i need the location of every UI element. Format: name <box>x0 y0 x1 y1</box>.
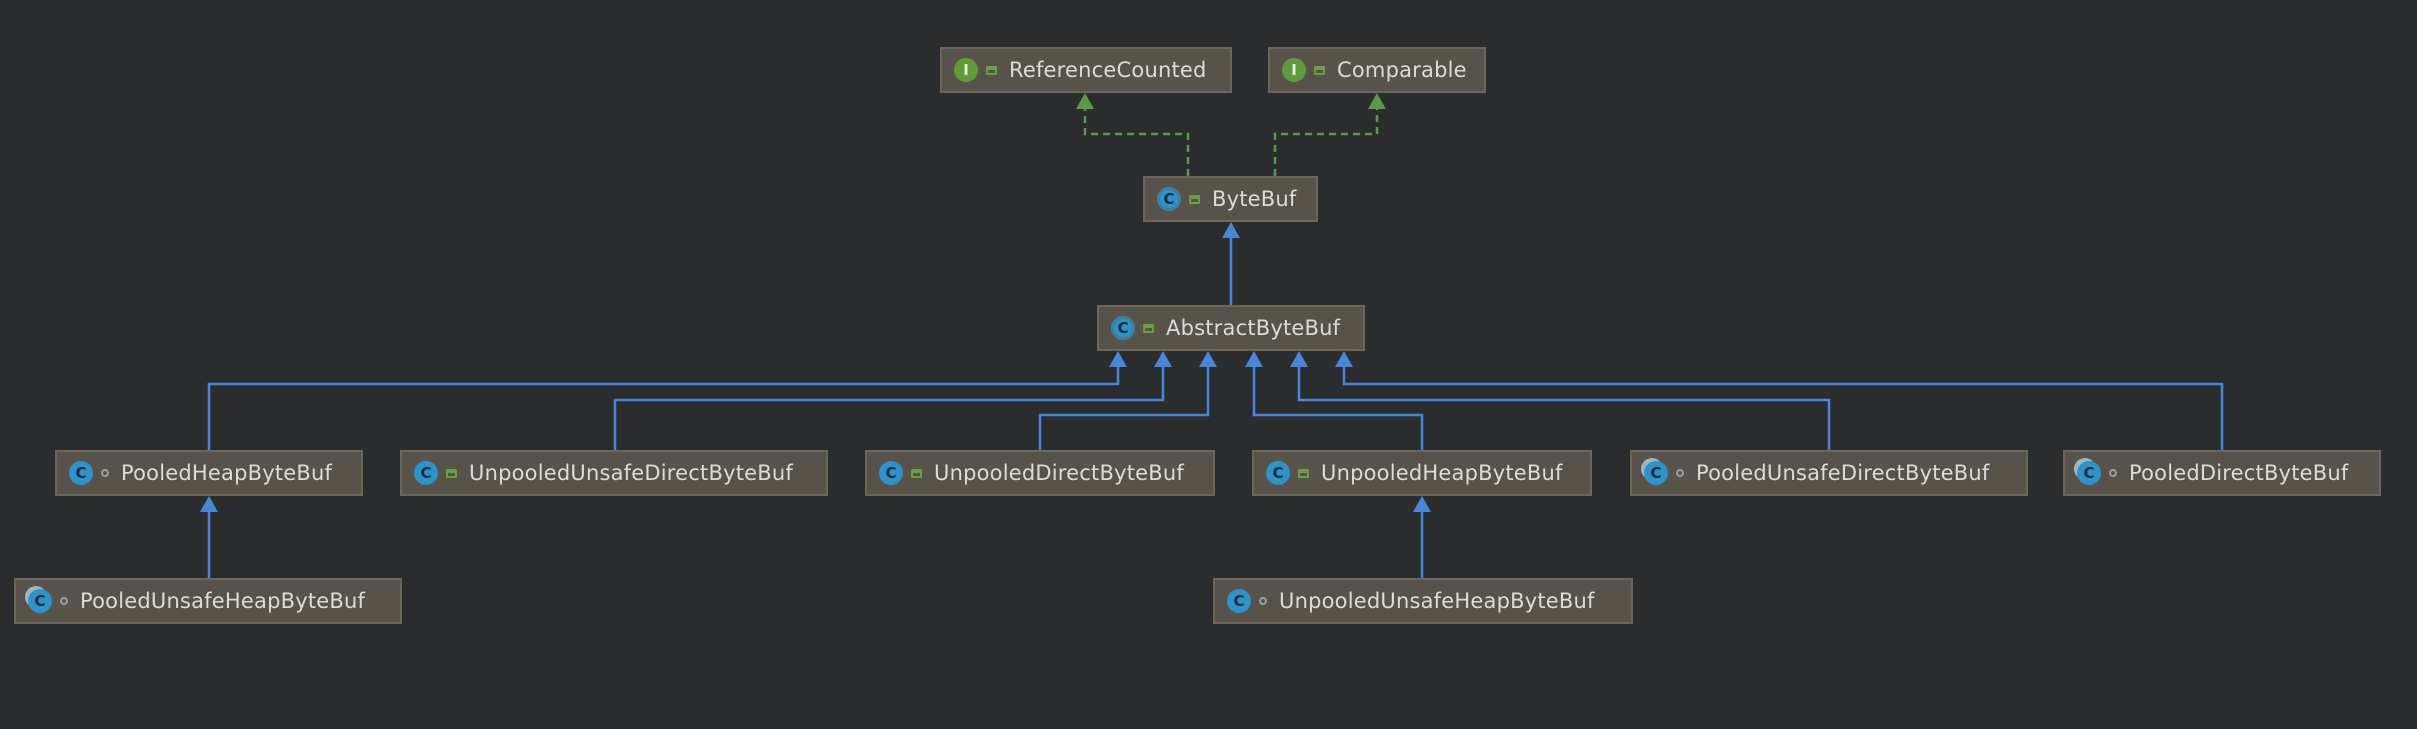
abstract-class-icon: C <box>1157 187 1181 211</box>
interface-icon: I <box>954 58 978 82</box>
class-node-pooled-unsafe-direct-byte-buf[interactable]: C PooledUnsafeDirectByteBuf <box>1630 450 2028 496</box>
public-lock-icon <box>1143 323 1154 333</box>
class-name-label: UnpooledUnsafeHeapByteBuf <box>1279 589 1595 613</box>
class-node-abstract-byte-buf[interactable]: C AbstractByteBuf <box>1097 305 1365 351</box>
edge-implements-byte-buf-to-reference-counted <box>1076 93 1190 176</box>
package-private-icon <box>101 469 109 477</box>
class-icon: C <box>414 461 438 485</box>
class-node-reference-counted[interactable]: I ReferenceCounted <box>940 47 1232 93</box>
edge-extends-pooled-heap-byte-buf-to-abstract-byte-buf <box>207 351 1127 450</box>
edge-extends-unpooled-unsafe-heap-byte-buf-to-unpooled-heap-byte-buf <box>1413 496 1431 578</box>
package-private-icon <box>60 597 68 605</box>
public-lock-icon <box>446 468 457 478</box>
final-class-icon: C <box>1644 461 1668 485</box>
class-name-label: UnpooledHeapByteBuf <box>1321 461 1563 485</box>
arrowhead <box>1290 351 1308 367</box>
class-name-label: PooledUnsafeHeapByteBuf <box>80 589 366 613</box>
arrowhead <box>1245 351 1263 367</box>
class-node-comparable[interactable]: I Comparable <box>1268 47 1486 93</box>
arrowhead <box>1154 351 1172 367</box>
class-name-label: PooledUnsafeDirectByteBuf <box>1696 461 1990 485</box>
public-lock-icon <box>986 65 997 75</box>
class-name-label: AbstractByteBuf <box>1166 316 1341 340</box>
arrowhead <box>1076 93 1094 109</box>
class-icon: C <box>1227 589 1251 613</box>
public-lock-icon <box>1298 468 1309 478</box>
edge-extends-unpooled-direct-byte-buf-to-abstract-byte-buf <box>1038 351 1217 450</box>
class-name-label: ByteBuf <box>1212 187 1297 211</box>
class-name-label: UnpooledUnsafeDirectByteBuf <box>469 461 793 485</box>
edge-extends-pooled-unsafe-heap-byte-buf-to-pooled-heap-byte-buf <box>200 496 218 578</box>
class-node-byte-buf[interactable]: C ByteBuf <box>1143 176 1318 222</box>
class-node-pooled-direct-byte-buf[interactable]: C PooledDirectByteBuf <box>2063 450 2381 496</box>
public-lock-icon <box>1189 194 1200 204</box>
class-name-label: PooledDirectByteBuf <box>2129 461 2349 485</box>
interface-icon: I <box>1282 58 1306 82</box>
abstract-class-icon: C <box>1111 316 1135 340</box>
class-node-unpooled-heap-byte-buf[interactable]: C UnpooledHeapByteBuf <box>1252 450 1592 496</box>
public-lock-icon <box>911 468 922 478</box>
arrowhead <box>200 496 218 512</box>
edge-extends-pooled-unsafe-direct-byte-buf-to-abstract-byte-buf <box>1290 351 1831 450</box>
class-node-unpooled-unsafe-heap-byte-buf[interactable]: C UnpooledUnsafeHeapByteBuf <box>1213 578 1633 624</box>
edge-extends-abstract-byte-buf-to-byte-buf <box>1222 222 1240 305</box>
class-name-label: PooledHeapByteBuf <box>121 461 333 485</box>
class-icon: C <box>879 461 903 485</box>
class-icon: C <box>69 461 93 485</box>
edge-extends-pooled-direct-byte-buf-to-abstract-byte-buf <box>1335 351 2224 450</box>
class-icon: C <box>1266 461 1290 485</box>
edge-extends-unpooled-unsafe-direct-byte-buf-to-abstract-byte-buf <box>613 351 1172 450</box>
arrowhead <box>1368 93 1386 109</box>
package-private-icon <box>1676 469 1684 477</box>
arrowhead <box>1199 351 1217 367</box>
arrowhead <box>1109 351 1127 367</box>
edge-implements-byte-buf-to-comparable <box>1273 93 1386 176</box>
class-node-unpooled-direct-byte-buf[interactable]: C UnpooledDirectByteBuf <box>865 450 1215 496</box>
edge-extends-unpooled-heap-byte-buf-to-abstract-byte-buf <box>1245 351 1424 450</box>
final-class-icon: C <box>28 589 52 613</box>
class-name-label: Comparable <box>1337 58 1467 82</box>
package-private-icon <box>2109 469 2117 477</box>
class-node-pooled-heap-byte-buf[interactable]: C PooledHeapByteBuf <box>55 450 363 496</box>
class-node-pooled-unsafe-heap-byte-buf[interactable]: C PooledUnsafeHeapByteBuf <box>14 578 402 624</box>
arrowhead <box>1222 222 1240 238</box>
final-class-icon: C <box>2077 461 2101 485</box>
arrowhead <box>1335 351 1353 367</box>
class-name-label: ReferenceCounted <box>1009 58 1207 82</box>
class-node-unpooled-unsafe-direct-byte-buf[interactable]: C UnpooledUnsafeDirectByteBuf <box>400 450 828 496</box>
package-private-icon <box>1259 597 1267 605</box>
arrowhead <box>1413 496 1431 512</box>
class-name-label: UnpooledDirectByteBuf <box>934 461 1184 485</box>
public-lock-icon <box>1314 65 1325 75</box>
